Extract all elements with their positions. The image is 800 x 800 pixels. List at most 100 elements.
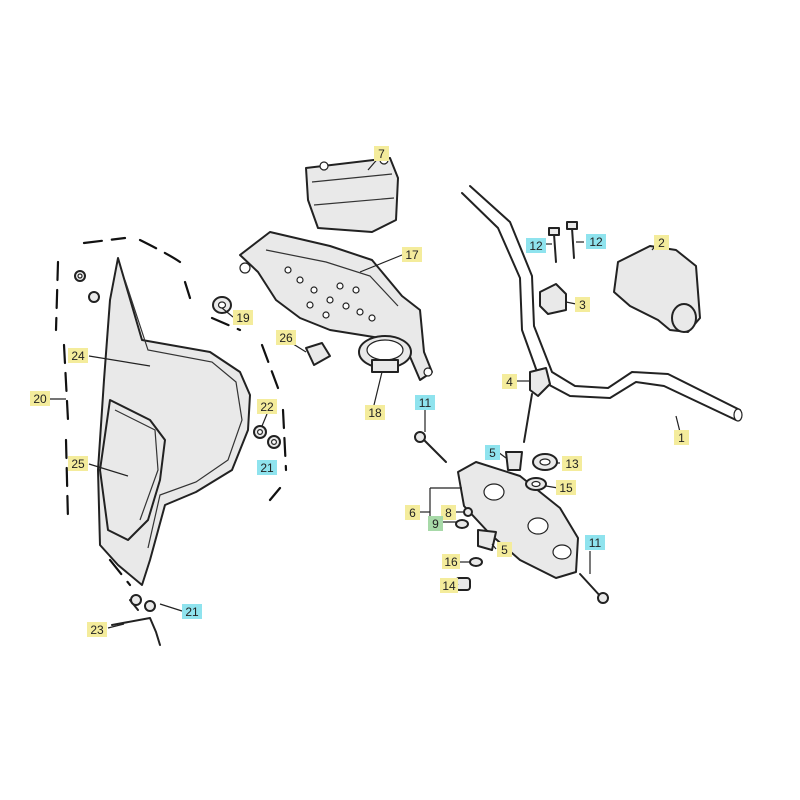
- svg-text:16: 16: [444, 555, 458, 569]
- svg-text:4: 4: [506, 375, 513, 389]
- handlebar-1-inner: [469, 185, 741, 411]
- callout-7: 7: [374, 146, 389, 161]
- callout-12-right: 12: [586, 234, 606, 249]
- svg-text:21: 21: [185, 605, 199, 619]
- bushing-5-lower: [477, 529, 497, 551]
- mask-outline-dashed: [54, 236, 288, 587]
- bracket-17-holes: [284, 266, 376, 322]
- callout-13: 13: [562, 456, 582, 471]
- clamp-cap-3: [539, 283, 567, 315]
- svg-text:2: 2: [658, 236, 665, 250]
- svg-text:9: 9: [432, 517, 439, 531]
- svg-text:11: 11: [419, 396, 432, 410]
- svg-text:24: 24: [71, 349, 85, 363]
- mask-grommet-top-hole: [77, 273, 83, 279]
- callout-18: 18: [365, 405, 385, 420]
- bracket-17-edge: [265, 249, 399, 307]
- svg-text:20: 20: [33, 392, 47, 406]
- callout-16: 16: [442, 554, 460, 569]
- washer-15-hole: [531, 480, 541, 488]
- svg-text:1: 1: [678, 431, 685, 445]
- svg-text:26: 26: [279, 331, 293, 345]
- handlebar-clamp-7: [305, 157, 399, 233]
- handlebar-1-end: [733, 408, 743, 422]
- bolt-12-right-head: [566, 221, 578, 230]
- callout-21-lower: 21: [182, 604, 202, 619]
- callout-5-lower: 5: [497, 542, 512, 557]
- callout-2: 2: [654, 235, 669, 250]
- instrument-bracket-assembly: [239, 155, 433, 381]
- clamp-ring-18-tab: [371, 359, 399, 373]
- svg-text:5: 5: [501, 543, 508, 557]
- clamp-7-ridge: [311, 173, 395, 206]
- callout-20: 20: [30, 391, 50, 406]
- clamp-7-bolt-a: [319, 161, 329, 171]
- mask-inner-rim: [124, 279, 243, 549]
- bolt-11-upper-head: [414, 431, 426, 443]
- callout-17: 17: [402, 247, 422, 262]
- lens-inner-line: [114, 409, 159, 521]
- nut-8: [463, 507, 473, 517]
- callout-22: 22: [257, 399, 277, 414]
- bolt-11-lower-head: [597, 592, 609, 604]
- callout-11-upper: 11: [415, 395, 435, 410]
- callout-8: 8: [441, 505, 456, 520]
- svg-text:25: 25: [71, 457, 85, 471]
- svg-text:15: 15: [559, 481, 573, 495]
- svg-text:22: 22: [260, 400, 274, 414]
- svg-text:23: 23: [90, 623, 104, 637]
- svg-text:11: 11: [589, 536, 602, 550]
- rubber-13-hole: [539, 458, 551, 466]
- bushing-26: [305, 342, 331, 366]
- bar-pad-2-end: [671, 303, 697, 333]
- bracket-nut-a: [130, 594, 142, 606]
- bracket-17-mount-right: [423, 367, 433, 377]
- callout-9: 9: [428, 516, 443, 531]
- bolt-12-left: [553, 233, 557, 263]
- svg-text:12: 12: [589, 235, 603, 249]
- grommet-19-hole: [217, 301, 227, 309]
- bracket-nut-b: [144, 600, 156, 612]
- callout-1: 1: [674, 430, 689, 445]
- callout-labels: 1 2 3 4 5 5 6 7 8 9 11 11 12 12 13 14 15…: [30, 146, 689, 637]
- triple-clamp-bore-a: [483, 483, 505, 501]
- svg-text:17: 17: [405, 248, 419, 262]
- callout-6: 6: [405, 505, 420, 520]
- svg-text:6: 6: [409, 506, 416, 520]
- callout-23: 23: [87, 622, 107, 637]
- svg-text:5: 5: [489, 446, 496, 460]
- callout-3: 3: [575, 297, 590, 312]
- callout-11-lower: 11: [585, 535, 605, 550]
- svg-text:14: 14: [442, 579, 456, 593]
- svg-text:7: 7: [378, 147, 385, 161]
- svg-text:19: 19: [236, 311, 250, 325]
- callout-14: 14: [440, 578, 458, 593]
- handlebar-assembly: [414, 185, 743, 604]
- callout-5-upper: 5: [485, 445, 500, 460]
- handlebar-1-outer: [461, 192, 737, 421]
- headlight-lens: [99, 399, 166, 541]
- svg-text:3: 3: [579, 298, 586, 312]
- callout-19: 19: [233, 310, 253, 325]
- washer-16: [469, 557, 483, 567]
- riser-4-stem: [523, 393, 533, 443]
- triple-clamp-bore-b: [527, 517, 549, 535]
- bushing-5-upper: [505, 451, 523, 471]
- svg-text:13: 13: [565, 457, 579, 471]
- svg-text:18: 18: [368, 406, 382, 420]
- washer-22-hole: [257, 429, 264, 436]
- riser-4: [529, 367, 551, 397]
- bolt-12-left-head: [548, 227, 560, 236]
- callout-4: 4: [502, 374, 517, 389]
- spacer-14: [455, 577, 471, 591]
- mask-washer-top: [88, 291, 100, 303]
- callout-25: 25: [68, 456, 88, 471]
- callout-21-upper: 21: [257, 460, 277, 475]
- bolt-12-right: [571, 227, 575, 259]
- callout-24: 24: [68, 348, 88, 363]
- callout-12-left: 12: [526, 238, 546, 253]
- svg-text:21: 21: [260, 461, 274, 475]
- callout-26: 26: [276, 330, 296, 345]
